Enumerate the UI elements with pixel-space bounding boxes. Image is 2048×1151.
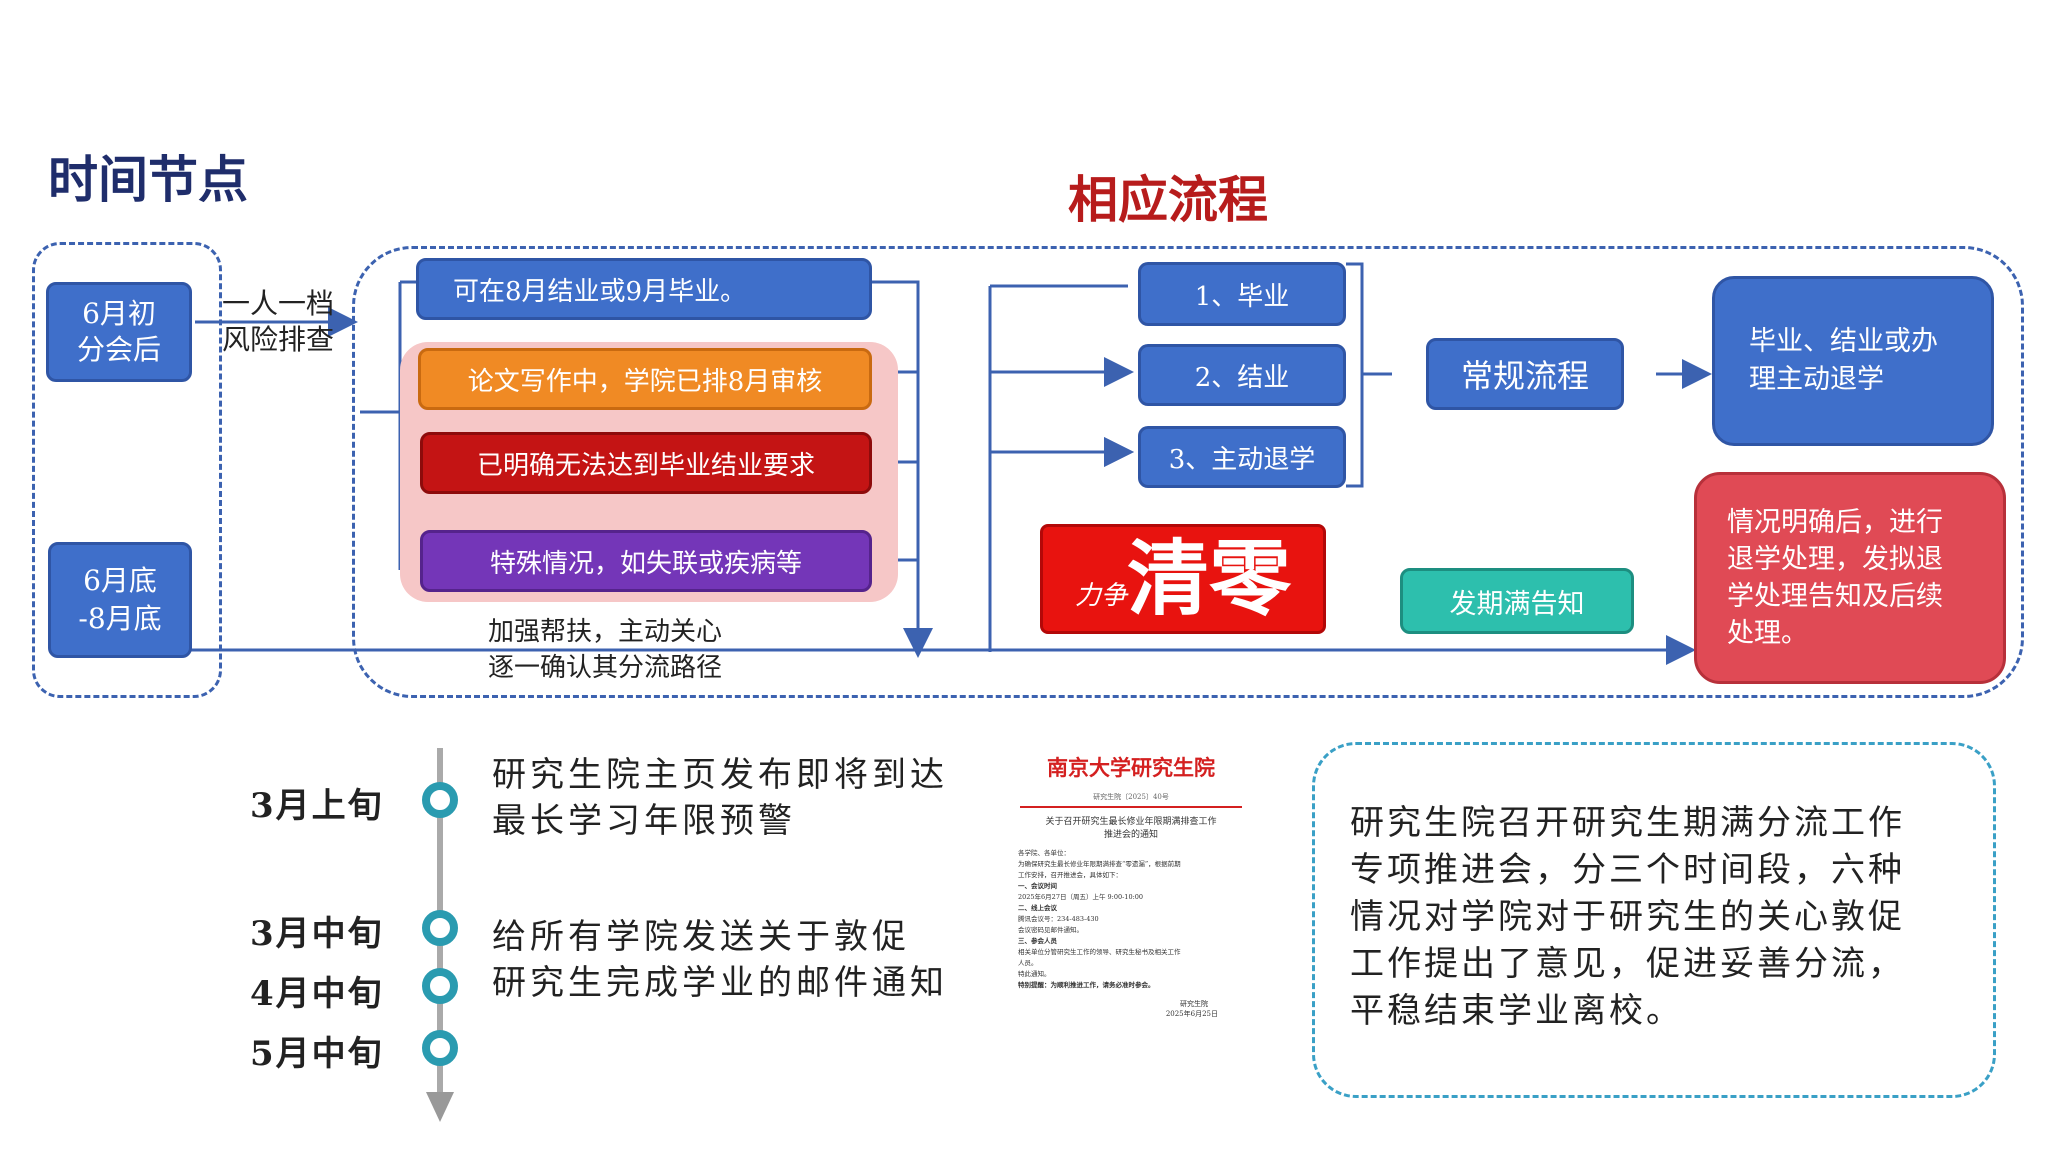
risk-check-line1: 一人一档 bbox=[222, 287, 335, 320]
support-note-line1: 加强帮扶，主动关心 bbox=[488, 617, 723, 647]
timeline-label-4: 5月中旬 bbox=[250, 1034, 384, 1074]
notice-box: 发期满告知 bbox=[1400, 568, 1634, 634]
document-sign-org: 研究生院 bbox=[1180, 1000, 1208, 1008]
node-early-june-line2: 分会后 bbox=[76, 333, 161, 366]
summary-box bbox=[1312, 742, 1996, 1098]
summary-line4: 工作提出了意见，促进妥善分流， bbox=[1350, 944, 1905, 984]
time-nodes-frame bbox=[32, 242, 222, 698]
situation-thesis-writing: 论文写作中，学院已排8月审核 bbox=[418, 348, 872, 410]
timeline-label-2: 3月中旬 bbox=[250, 914, 384, 954]
document-body-line: 各学院、各单位： bbox=[1018, 849, 1070, 857]
support-note-line2: 逐一确认其分流路径 bbox=[488, 653, 723, 683]
document-body-line: 特别提醒：为顺利推进工作，请务必准时参会。 bbox=[1018, 981, 1155, 989]
document-body-line: 特此通知。 bbox=[1018, 970, 1051, 978]
document-number: 研究生院〔2025〕40号 bbox=[1093, 793, 1169, 801]
document-body-line: 相关单位分管研究生工作的领导、研究生秘书及相关工作 bbox=[1018, 948, 1181, 956]
document-body-line: 工作安排，召开推进会，具体如下： bbox=[1018, 871, 1122, 879]
result-withdraw-line4: 处理。 bbox=[1727, 618, 1808, 649]
timeline-desc-2: 给所有学院发送关于敦促 研究生完成学业的邮件通知 bbox=[492, 914, 948, 1006]
result-withdraw-line1: 情况明确后，进行 bbox=[1727, 507, 1943, 538]
risk-check-line2: 风险排查 bbox=[222, 323, 335, 356]
document-sign-date: 2025年6月25日 bbox=[1165, 1010, 1218, 1018]
document-header: 南京大学研究生院 bbox=[1047, 755, 1215, 780]
document-title-line1: 关于召开研究生最长修业年限期满排查工作 bbox=[1045, 817, 1217, 827]
summary-text: 研究生院召开研究生期满分流工作 专项推进会，分三个时间段，六种 情况对学院对于研… bbox=[1350, 800, 1905, 1035]
outcomes-fan bbox=[988, 284, 1128, 652]
document-body-line: 腾讯会议号：234-483-430 bbox=[1018, 915, 1099, 923]
situation-cannot-meet: 已明确无法达到毕业结业要求 bbox=[420, 432, 872, 494]
timeline-desc-2-line2: 研究生完成学业的邮件通知 bbox=[492, 963, 948, 1003]
document-body-line: 为确保研究生最长修业年限期满排查“零遗漏”，根据前期 bbox=[1018, 860, 1181, 868]
result-normal-line1: 毕业、结业或办 bbox=[1749, 326, 1938, 357]
document-red-rule bbox=[1020, 806, 1242, 808]
outcome-graduate: 1、毕业 bbox=[1138, 262, 1346, 326]
heading-time-nodes: 时间节点 bbox=[48, 151, 248, 209]
node-late-june: 6月底 -8月底 bbox=[48, 542, 192, 658]
clear-zero-banner: 力争 清零 bbox=[1040, 524, 1326, 634]
process-frame bbox=[352, 246, 2024, 698]
clear-zero-big: 清零 bbox=[1127, 531, 1292, 627]
timeline-desc-1-line2: 最长学习年限预警 bbox=[492, 801, 796, 841]
node-early-june-line1: 6月初 bbox=[82, 297, 156, 330]
result-withdraw-line2: 退学处理，发拟退 bbox=[1727, 544, 1943, 575]
document-body-line: 会议密码见邮件通知。 bbox=[1018, 926, 1083, 934]
timeline-label-3: 4月中旬 bbox=[250, 974, 384, 1014]
regular-process-box: 常规流程 bbox=[1426, 338, 1624, 410]
document-body-line: 三、参会人员 bbox=[1018, 937, 1057, 945]
result-normal-line2: 理主动退学 bbox=[1749, 364, 1884, 395]
timeline-dot-4 bbox=[422, 1030, 458, 1066]
heading-process: 相应流程 bbox=[1068, 171, 1268, 229]
result-normal-box: 毕业、结业或办 理主动退学 bbox=[1712, 276, 1994, 446]
summary-line1: 研究生院召开研究生期满分流工作 bbox=[1350, 803, 1905, 843]
bracket-outcomes bbox=[1346, 262, 1392, 488]
risk-check-label: 一人一档 风险排查 bbox=[222, 286, 334, 358]
outcome-withdraw: 3、主动退学 bbox=[1138, 426, 1346, 488]
notice-document: 南京大学研究生院 研究生院〔2025〕40号 关于召开研究生最长修业年限期满排查… bbox=[1014, 746, 1248, 1062]
node-early-june: 6月初 分会后 bbox=[46, 282, 192, 382]
result-withdraw-box: 情况明确后，进行 退学处理，发拟退 学处理告知及后续 处理。 bbox=[1694, 472, 2006, 684]
timeline-dot-2 bbox=[422, 910, 458, 946]
situation-graduate: 可在8月结业或9月毕业。 bbox=[416, 258, 872, 320]
situation-special: 特殊情况，如失联或疾病等 bbox=[420, 530, 872, 592]
document-title-line2: 推进会的通知 bbox=[1103, 830, 1158, 840]
result-withdraw-line3: 学处理告知及后续 bbox=[1727, 581, 1943, 612]
summary-line5: 平稳结束学业离校。 bbox=[1350, 991, 1683, 1031]
timeline-dot-3 bbox=[422, 968, 458, 1004]
document-body-line: 人员。 bbox=[1018, 959, 1038, 967]
summary-line2: 专项推进会，分三个时间段，六种 bbox=[1350, 850, 1905, 890]
document-body-line: 2025年6月27日（周五）上午 9:00-10:00 bbox=[1018, 893, 1144, 901]
timeline-desc-2-line1: 给所有学院发送关于敦促 bbox=[492, 917, 910, 957]
support-note: 加强帮扶，主动关心 逐一确认其分流路径 bbox=[488, 614, 722, 686]
node-late-june-line1: 6月底 bbox=[83, 564, 157, 597]
summary-line3: 情况对学院对于研究生的关心敦促 bbox=[1350, 897, 1905, 937]
document-body-line: 一、会议时间 bbox=[1018, 882, 1057, 890]
document-body-line: 二、线上会议 bbox=[1018, 904, 1057, 912]
timeline-desc-1-line1: 研究生院主页发布即将到达 bbox=[492, 755, 948, 795]
clear-zero-small: 力争 bbox=[1074, 580, 1127, 611]
node-late-june-line2: -8月底 bbox=[78, 602, 162, 635]
document-body: 各学院、各单位： 为确保研究生最长修业年限期满排查“零遗漏”，根据前期工作安排，召… bbox=[1014, 848, 1248, 991]
timeline-dot-1 bbox=[422, 782, 458, 818]
outcome-completion: 2、结业 bbox=[1138, 344, 1346, 406]
timeline-desc-1: 研究生院主页发布即将到达 最长学习年限预警 bbox=[492, 752, 948, 844]
timeline-label-1: 3月上旬 bbox=[250, 786, 384, 826]
